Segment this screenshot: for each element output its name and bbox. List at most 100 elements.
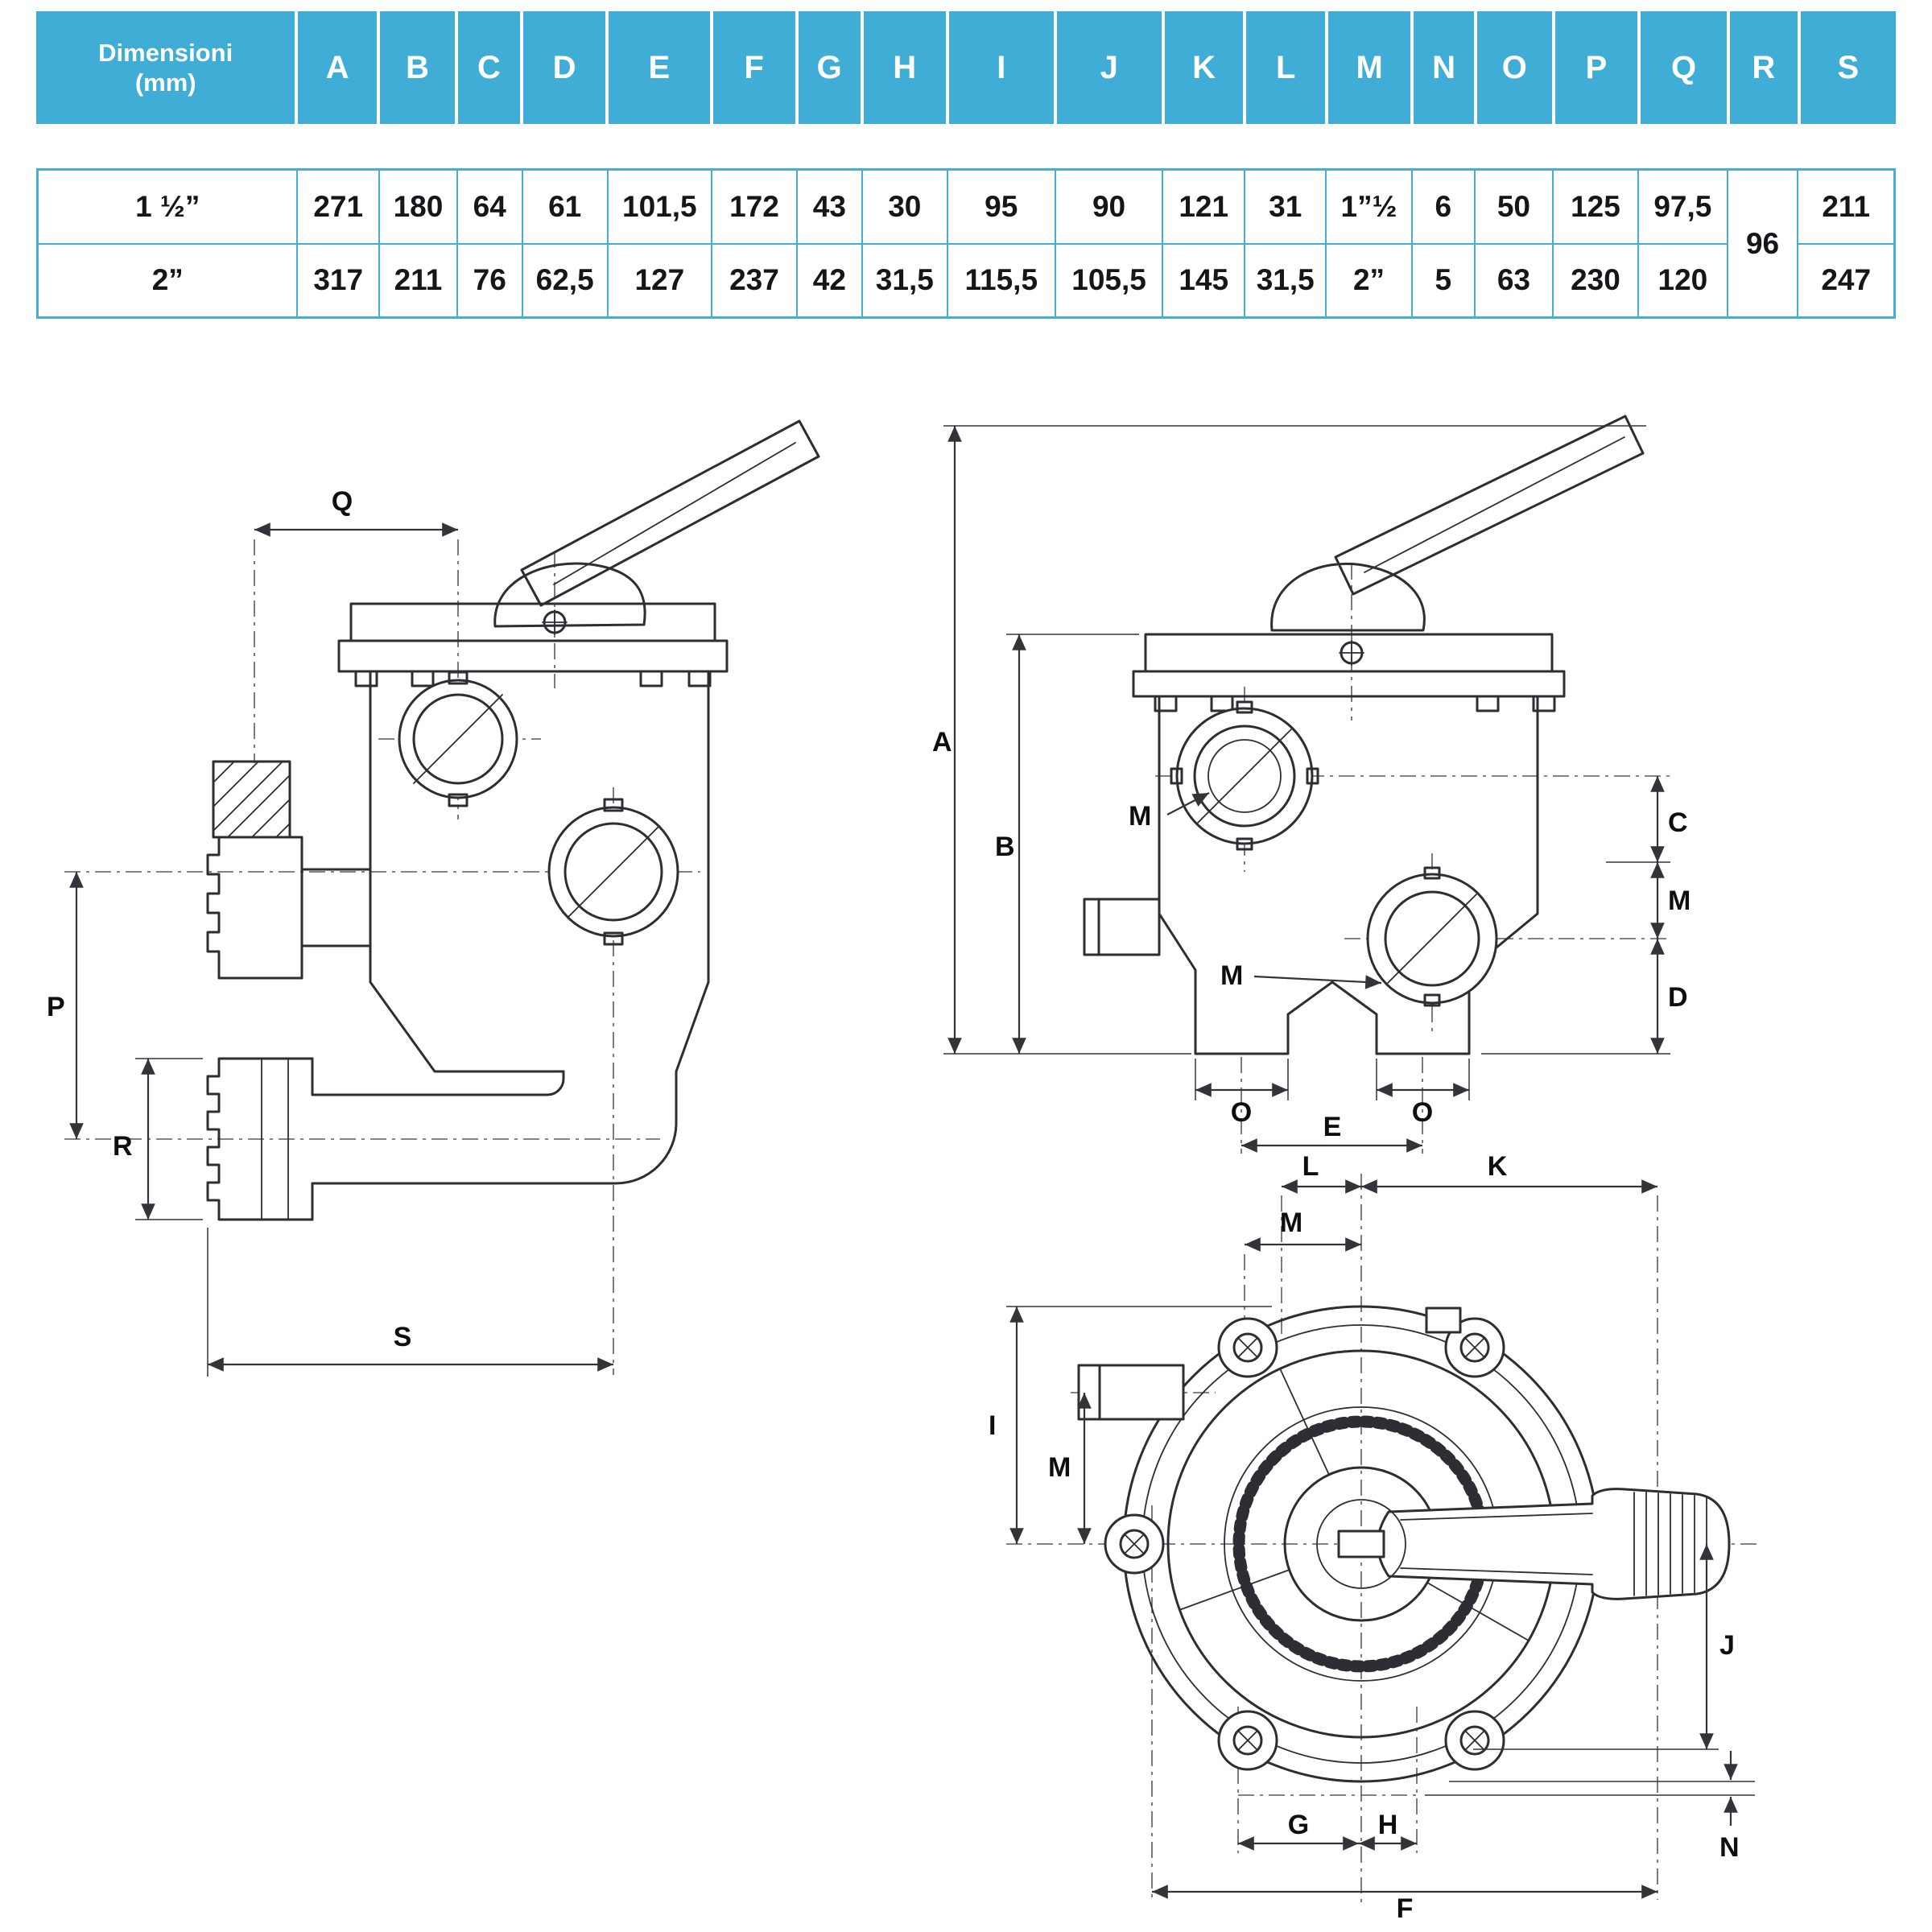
dim-cell: 105,5 bbox=[1054, 242, 1164, 319]
dim-cell: 145 bbox=[1162, 242, 1245, 319]
col-header: G bbox=[795, 11, 862, 124]
dim-cell: 31,5 bbox=[1243, 242, 1327, 319]
dim-label-e: E bbox=[1323, 1112, 1342, 1142]
col-header: S bbox=[1797, 11, 1896, 124]
col-header: E bbox=[605, 11, 712, 124]
dim-cell: 30 bbox=[861, 168, 948, 245]
dim-cell: 90 bbox=[1054, 168, 1164, 245]
dim-label-k: K bbox=[1488, 1151, 1508, 1182]
col-header: R bbox=[1726, 11, 1799, 124]
dim-cell: 2” bbox=[1325, 242, 1413, 319]
dim-cell: 121 bbox=[1162, 168, 1245, 245]
valve-front-view bbox=[1083, 415, 1645, 1055]
dim-cell: 61 bbox=[521, 168, 609, 245]
dim-cell: 64 bbox=[456, 168, 523, 245]
dim-label-h: H bbox=[1378, 1810, 1398, 1840]
mount-lug bbox=[1217, 1710, 1278, 1771]
dim-cell: 317 bbox=[296, 242, 380, 319]
dim-cell: 172 bbox=[710, 168, 799, 245]
dim-label-m1: M bbox=[1129, 801, 1151, 832]
cap-plate bbox=[1132, 670, 1566, 698]
dim-cell: 127 bbox=[606, 242, 712, 319]
valve-side-view bbox=[206, 419, 820, 1221]
mount-lug bbox=[1104, 1513, 1165, 1575]
dim-cell: 76 bbox=[456, 242, 523, 319]
center-pin bbox=[1337, 1530, 1385, 1558]
col-header-dimensioni: Dimensioni (mm) bbox=[36, 11, 297, 124]
dim-cell: 50 bbox=[1474, 168, 1554, 245]
dim-label-p: P bbox=[47, 992, 65, 1022]
top-cap bbox=[349, 602, 716, 642]
col-header: I bbox=[945, 11, 1055, 124]
top-tab bbox=[1425, 1307, 1462, 1334]
dim-cell: 31 bbox=[1243, 168, 1327, 245]
dim-cell: 31,5 bbox=[861, 242, 948, 319]
dim-label-d: D bbox=[1668, 982, 1688, 1013]
dim-label-o1: O bbox=[1231, 1097, 1252, 1128]
front-centerlines bbox=[1155, 564, 1670, 1154]
dim-cell-r-shared: 96 bbox=[1726, 168, 1799, 319]
col-header: H bbox=[860, 11, 947, 124]
dim-cell: 1”½ bbox=[1325, 168, 1413, 245]
dim-label-f: F bbox=[1397, 1893, 1414, 1924]
cap-plate bbox=[337, 639, 729, 673]
dim-cell: 62,5 bbox=[521, 242, 609, 319]
dimension-table-header: Dimensioni (mm) A B C D E F G H I J K L … bbox=[36, 11, 1896, 124]
dim-cell: 95 bbox=[946, 168, 1056, 245]
handle-mount bbox=[1270, 562, 1426, 632]
dim-cell: 125 bbox=[1551, 168, 1640, 245]
mount-lug bbox=[1444, 1710, 1505, 1771]
valve-body bbox=[369, 670, 710, 1073]
dim-cell: 211 bbox=[1797, 168, 1896, 245]
handle-bar bbox=[1334, 415, 1645, 596]
dim-label-m-left: M bbox=[1048, 1452, 1071, 1483]
dim-label-m3: M bbox=[1220, 960, 1243, 991]
dim-cell: 180 bbox=[378, 168, 458, 245]
table-row-2inch: 2” 317 211 76 62,5 127 237 42 31,5 115,5… bbox=[36, 242, 1896, 319]
dim-cell: 6 bbox=[1410, 168, 1476, 245]
dim-cell: 271 bbox=[296, 168, 380, 245]
dim-label-s: S bbox=[394, 1322, 412, 1352]
dim-cell: 43 bbox=[796, 168, 863, 245]
dim-label-r: R bbox=[113, 1131, 133, 1162]
handle-bar bbox=[520, 419, 820, 607]
side-stub bbox=[1083, 898, 1161, 956]
dim-label-b: B bbox=[995, 832, 1015, 862]
col-header: O bbox=[1473, 11, 1554, 124]
elbow-pipe bbox=[311, 1070, 678, 1185]
col-header: M bbox=[1325, 11, 1413, 124]
valve-top-view bbox=[1077, 1305, 1731, 1783]
col-header: K bbox=[1161, 11, 1245, 124]
dim-label-a: A bbox=[932, 727, 952, 758]
handle-top bbox=[1377, 1488, 1731, 1600]
dim-label-o2: O bbox=[1412, 1097, 1433, 1128]
top-dimension-lines bbox=[1006, 1179, 1755, 1899]
dim-label-c: C bbox=[1668, 807, 1688, 838]
side-dimension-lines bbox=[69, 522, 613, 1377]
front-view-drawing: A B M C M D M O O E bbox=[932, 415, 1690, 1154]
hatch-lines bbox=[213, 761, 291, 838]
dim-cell: 120 bbox=[1637, 242, 1728, 319]
col-header: D bbox=[519, 11, 608, 124]
front-dimension-lines bbox=[943, 425, 1670, 1153]
dim-label-g: G bbox=[1288, 1810, 1309, 1840]
row-size-label: 2” bbox=[36, 242, 299, 319]
dim-label-i: I bbox=[989, 1410, 996, 1441]
handle-mount bbox=[493, 562, 646, 628]
dim-label-q: Q bbox=[332, 486, 353, 517]
dim-label-n: N bbox=[1719, 1832, 1740, 1863]
dim-label-j: J bbox=[1719, 1630, 1735, 1661]
dim-cell: 101,5 bbox=[606, 168, 712, 245]
dim-label-m2: M bbox=[1668, 886, 1690, 916]
dim-cell: 115,5 bbox=[946, 242, 1056, 319]
dimension-table-body: 1 ½” 271 180 64 61 101,5 172 43 30 95 90… bbox=[36, 168, 1896, 319]
dim-label-l: L bbox=[1302, 1151, 1319, 1182]
col-header: B bbox=[377, 11, 457, 124]
dim-cell: 97,5 bbox=[1637, 168, 1728, 245]
side-view-drawing: Q P R S bbox=[47, 419, 820, 1377]
col-header: Q bbox=[1637, 11, 1728, 124]
table-row-1half: 1 ½” 271 180 64 61 101,5 172 43 30 95 90… bbox=[36, 168, 1896, 319]
col-header: F bbox=[709, 11, 797, 124]
dim-cell: 42 bbox=[796, 242, 863, 319]
valve-body bbox=[1158, 695, 1539, 1055]
